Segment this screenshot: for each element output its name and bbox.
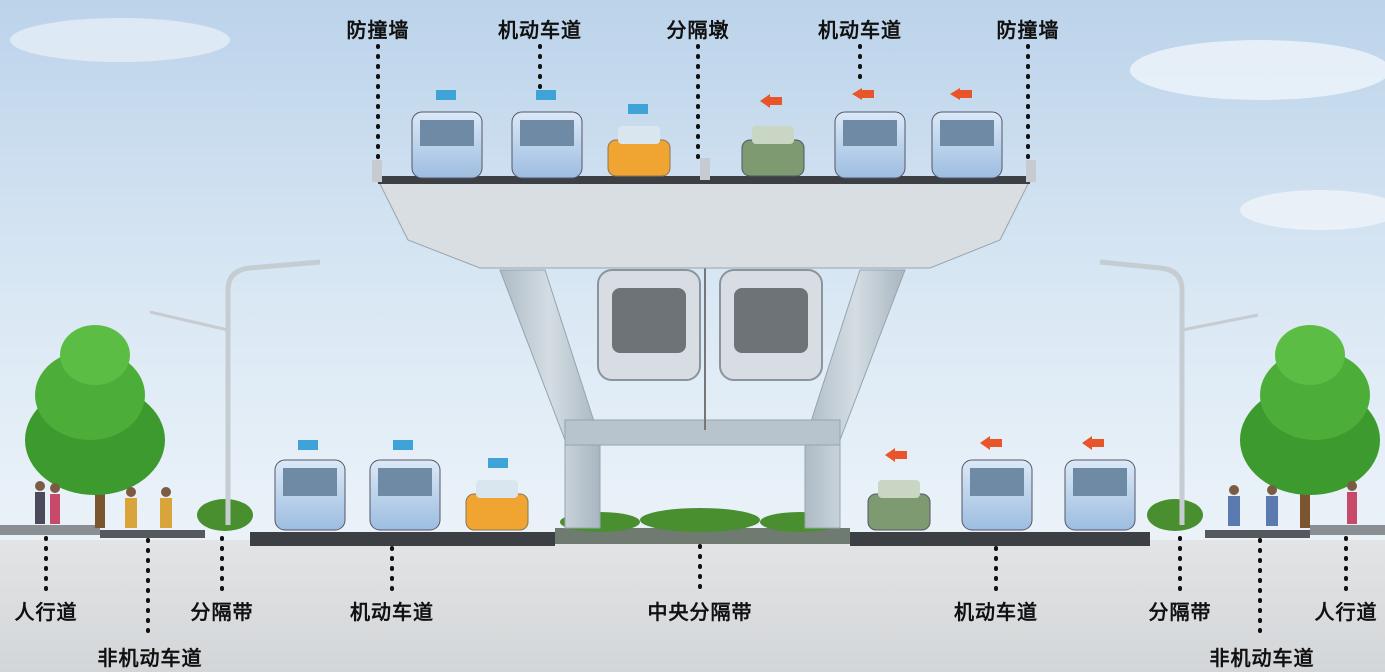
label-non-motor-lane-right: 非机动车道 — [1209, 646, 1315, 670]
pedestrians — [35, 481, 1357, 528]
ground — [0, 540, 1385, 672]
upper-bus-4 — [931, 111, 1003, 179]
label-sidewalk-left: 人行道 — [14, 600, 78, 624]
label-crash-barrier-left: 防撞墙 — [346, 18, 410, 42]
upper-deck — [372, 158, 1036, 269]
upper-car-2 — [741, 126, 805, 177]
lower-vehicles — [274, 459, 1136, 531]
direction-arrows-upper — [436, 88, 972, 114]
label-central-divider: 中央分隔带 — [647, 600, 753, 624]
label-motor-lane-lower-right: 机动车道 — [954, 600, 1038, 624]
direction-arrows-lower — [298, 436, 1104, 468]
clouds — [10, 18, 1385, 230]
label-motor-lane-upper-left: 机动车道 — [498, 18, 582, 42]
upper-bus-1 — [411, 111, 483, 179]
divider-strip-shrubs — [197, 499, 1203, 532]
lower-bus-4 — [1064, 459, 1136, 531]
leader-lines — [44, 44, 1348, 642]
suspended-rail-cars — [597, 225, 823, 430]
lower-bus-3 — [961, 459, 1033, 531]
label-separator-pier: 分隔墩 — [666, 18, 730, 42]
tree-right — [1240, 325, 1380, 528]
non-motor-lane-left-surface — [100, 530, 205, 538]
upper-bus-3 — [834, 111, 906, 179]
lower-car-2 — [867, 480, 931, 531]
label-non-motor-lane-left: 非机动车道 — [97, 646, 203, 670]
upper-vehicles — [411, 111, 1003, 179]
label-divider-strip-right: 分隔带 — [1148, 600, 1212, 624]
lower-car-1 — [465, 480, 529, 531]
viaduct-pillars — [499, 269, 906, 529]
motor-lane-lower-left-surface — [250, 532, 555, 546]
sidewalk-right-surface — [1310, 525, 1385, 535]
upper-bus-2 — [511, 111, 583, 179]
tree-left — [25, 325, 165, 528]
lower-bus-2 — [369, 459, 441, 531]
street-lamp-right — [1099, 259, 1259, 525]
non-motor-lane-right-surface — [1205, 530, 1310, 538]
lower-bus-1 — [274, 459, 346, 531]
motor-lane-lower-right-surface — [850, 532, 1150, 546]
label-motor-lane-upper-right: 机动车道 — [818, 18, 902, 42]
street-lamp-left — [149, 259, 321, 525]
central-divider-surface — [555, 528, 850, 544]
sidewalk-left-surface — [0, 525, 100, 535]
label-motor-lane-lower-left: 机动车道 — [350, 600, 434, 624]
label-divider-strip-left: 分隔带 — [190, 600, 254, 624]
upper-car-1 — [607, 126, 671, 177]
label-crash-barrier-right: 防撞墙 — [996, 18, 1060, 42]
label-sidewalk-right: 人行道 — [1314, 600, 1378, 624]
